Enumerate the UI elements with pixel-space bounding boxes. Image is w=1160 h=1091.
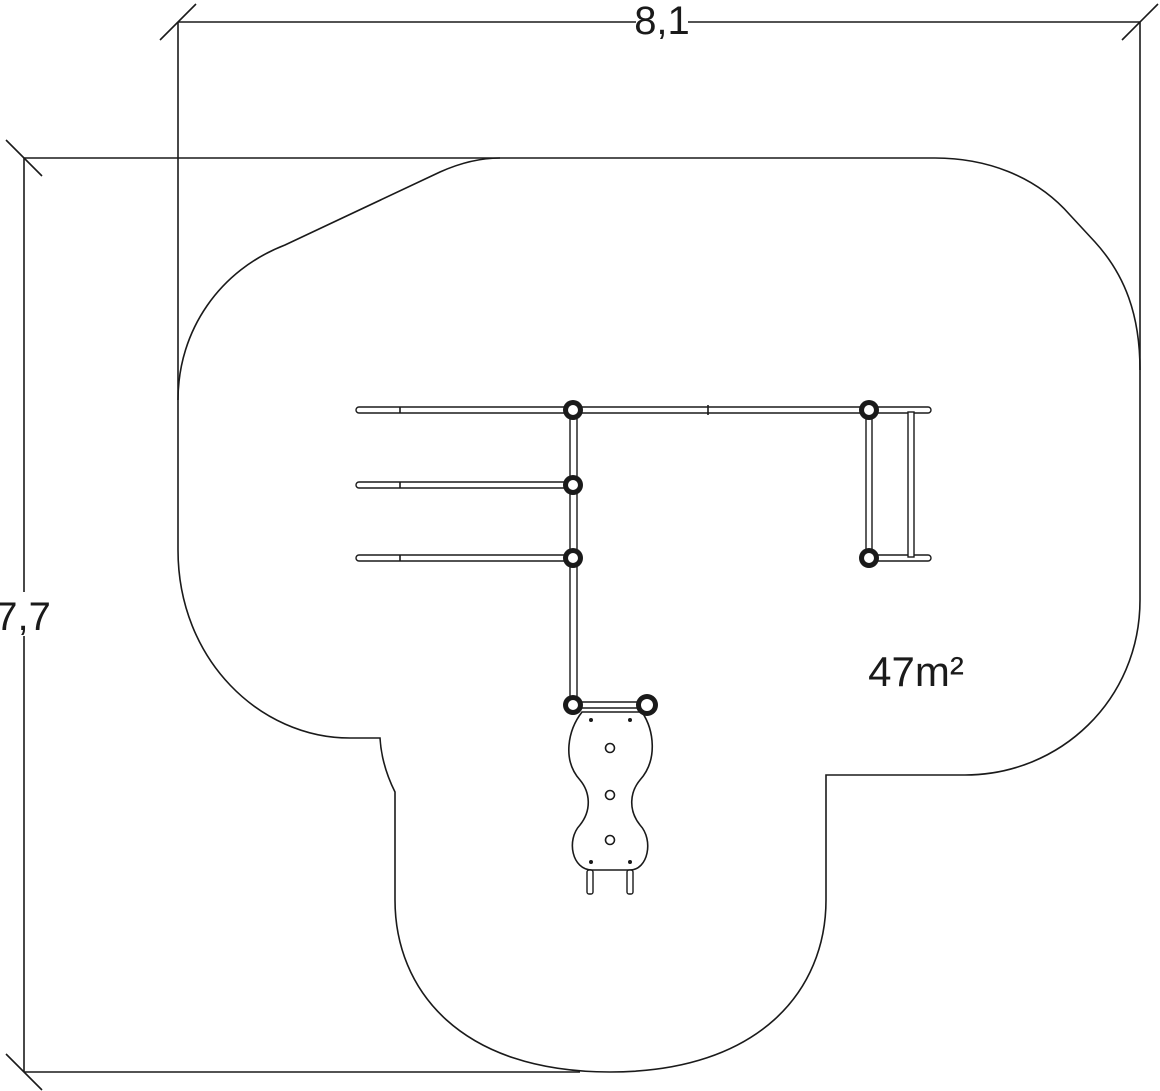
right-rail (907, 411, 915, 558)
right-vertical-bar (865, 409, 873, 561)
width-label: 8,1 (634, 0, 690, 43)
post-connector (563, 695, 583, 715)
post-connector (636, 694, 658, 716)
height-label: 7,7 (0, 595, 51, 639)
top-bar (355, 406, 932, 414)
height-dimension: 7,7 (0, 139, 580, 1091)
post-connectors (563, 400, 879, 716)
post-connector (859, 400, 879, 420)
seat-panel (568, 711, 653, 895)
lower-bar (355, 554, 577, 562)
post-connector (563, 475, 583, 495)
area-label: 47m² (868, 648, 964, 695)
climbing-bars (355, 405, 932, 709)
post-connector (563, 548, 583, 568)
middle-bar (355, 481, 577, 489)
safety-area-outline (177, 157, 1141, 1073)
width-dimension: 8,1 (159, 0, 1159, 400)
post-connector (563, 400, 583, 420)
post-connector (859, 548, 879, 568)
